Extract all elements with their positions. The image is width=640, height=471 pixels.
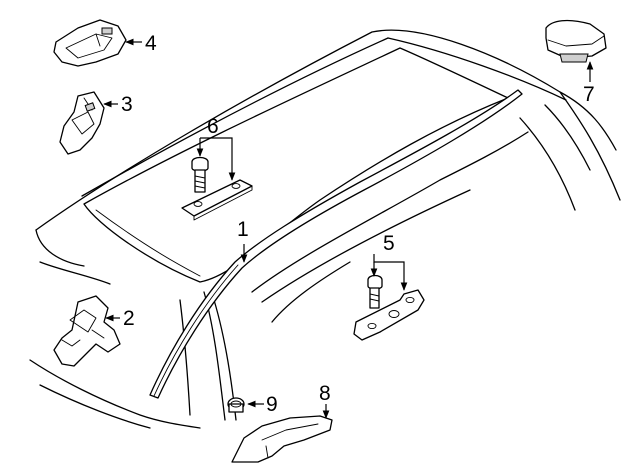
callout-8: 8 xyxy=(319,382,331,405)
part-4-clip xyxy=(53,19,127,67)
callout-7: 7 xyxy=(583,83,595,106)
callout-4: 4 xyxy=(145,32,157,55)
part-9-plug xyxy=(227,397,245,413)
vehicle-body xyxy=(29,29,621,429)
part-6-bolt-and-plate xyxy=(181,156,253,221)
callout-labels: 1 2 3 4 5 6 7 8 9 xyxy=(121,32,595,416)
leader-lines xyxy=(103,38,594,419)
roof-rail-molding xyxy=(149,89,523,399)
callout-1: 1 xyxy=(237,218,249,241)
callout-3: 3 xyxy=(121,93,133,116)
callout-9: 9 xyxy=(266,393,278,416)
part-8-end-trim xyxy=(231,415,333,463)
part-2-bracket xyxy=(53,295,121,367)
callout-5: 5 xyxy=(383,232,395,255)
callout-2: 2 xyxy=(123,307,135,330)
callout-6: 6 xyxy=(207,115,219,138)
part-7-cap xyxy=(545,19,607,63)
part-5-bolt-and-bracket xyxy=(353,274,425,341)
part-3-clip xyxy=(59,91,105,155)
